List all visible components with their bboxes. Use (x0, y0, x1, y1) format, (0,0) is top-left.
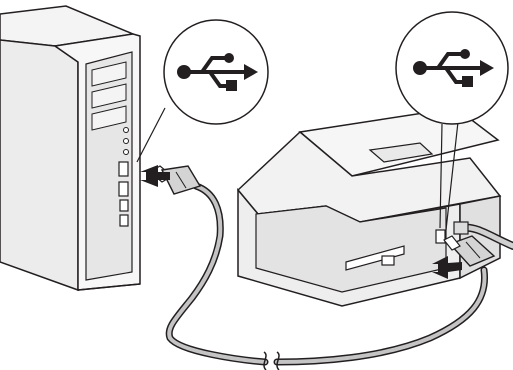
scanner-usb-port (436, 230, 445, 243)
insert-arrow-icon (140, 165, 170, 187)
port (120, 200, 128, 211)
computer-tower (0, 6, 140, 290)
power-plug (454, 222, 468, 234)
scanner-tab (382, 256, 394, 265)
callout-left (137, 20, 268, 162)
power-led (124, 139, 129, 144)
scanner (238, 108, 513, 306)
power-led (124, 128, 129, 133)
usb-port (119, 162, 128, 176)
port (120, 215, 128, 226)
usb-port (119, 182, 128, 196)
power-led (124, 150, 129, 155)
computer-side (0, 40, 78, 290)
